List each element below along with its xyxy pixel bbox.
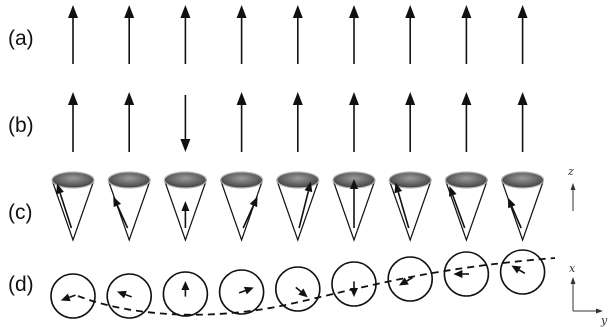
cone-top-ellipse	[108, 172, 150, 188]
spin-arrow-up	[461, 92, 471, 152]
row-label-c: (c)	[8, 201, 33, 224]
row-b-flipped-spin	[68, 92, 528, 152]
row-c-precessing-cones	[52, 172, 544, 240]
spin-arrow-up	[349, 5, 359, 64]
spin-arrow-up	[518, 5, 528, 64]
spin-projection-circle	[444, 252, 488, 296]
spin-arrow-up	[180, 5, 190, 64]
z-axis-label: z	[567, 165, 574, 178]
spin-arrow-up	[461, 5, 471, 64]
x-axis-label: x	[569, 262, 576, 275]
row-a-aligned-spins	[68, 5, 528, 64]
spin-arrow-up	[293, 92, 303, 152]
cone-top-ellipse	[164, 172, 206, 188]
precession-cone	[333, 172, 375, 240]
row-label-b: (b)	[8, 114, 34, 137]
spin-projection-circle	[51, 274, 95, 318]
z-axis-indicator: z	[567, 165, 576, 211]
spin-arrow-up	[349, 92, 359, 152]
precession-cone	[502, 172, 544, 240]
spin-arrow-up	[124, 5, 134, 64]
spin-arrow-up	[237, 92, 247, 152]
precession-cone	[445, 172, 487, 240]
spin-arrow-up	[68, 92, 78, 152]
precession-cone	[277, 172, 319, 240]
precession-cone	[389, 172, 431, 240]
spin-projection-circle	[388, 257, 432, 301]
precession-cone	[221, 172, 263, 240]
precession-cone	[52, 172, 94, 240]
row-label-a: (a)	[8, 27, 34, 50]
spin-arrow-up	[405, 92, 415, 152]
spin-arrow-up	[405, 5, 415, 64]
xy-axis-indicator: x y	[569, 262, 608, 327]
spin-arrow-down	[180, 95, 190, 152]
spin-projection-circle	[332, 262, 376, 306]
cone-top-ellipse	[445, 172, 487, 188]
spin-projection-circle	[501, 250, 545, 294]
spin-arrow-up	[293, 5, 303, 64]
precession-cone	[108, 172, 150, 240]
y-axis-label: y	[600, 314, 608, 327]
spin-projection-circle	[163, 272, 207, 316]
row-label-d: (d)	[8, 273, 34, 296]
cone-top-ellipse	[221, 172, 263, 188]
spin-projection-circle	[220, 270, 264, 314]
cone-top-ellipse	[502, 172, 544, 188]
spin-projection-circle	[107, 274, 151, 318]
spin-projection-circle	[276, 267, 320, 311]
spin-arrow-up	[518, 92, 528, 152]
spin-arrow-up	[68, 5, 78, 64]
cone-top-ellipse	[277, 172, 319, 188]
spin-arrow-up	[124, 92, 134, 152]
precession-cone	[164, 172, 206, 240]
spin-arrow-up	[237, 5, 247, 64]
row-d-spin-wave-circles	[51, 250, 545, 318]
